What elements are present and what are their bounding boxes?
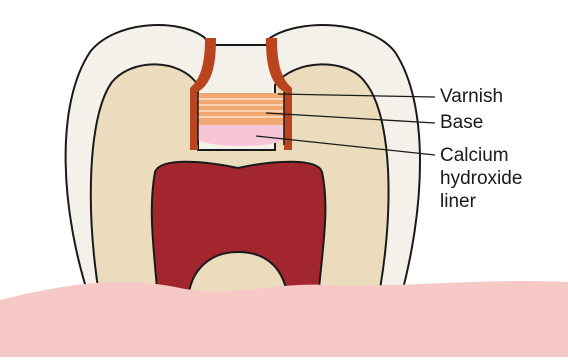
liner-label-line3: liner [440,191,476,213]
base-label: Base [440,112,483,134]
liner-label-line1: Calcium [440,145,509,167]
gingiva [0,281,568,357]
varnish-label: Varnish [440,86,503,108]
liner-layer [198,125,284,146]
base-layer [198,93,284,125]
liner-label-line2: hydroxide [440,168,522,190]
